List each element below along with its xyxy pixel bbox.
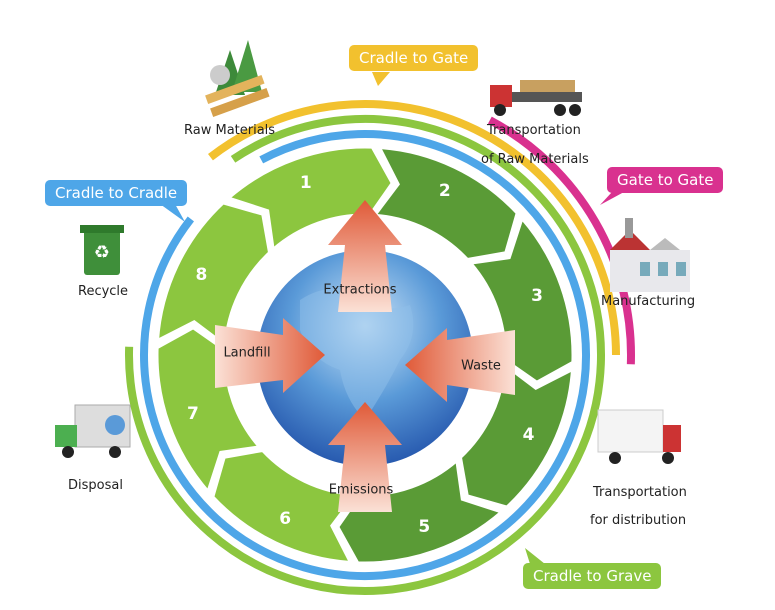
box-truck-icon — [597, 409, 681, 464]
extractions-arrow — [328, 200, 402, 312]
stage-number-7: 7 — [186, 404, 199, 425]
garbage-truck-icon — [55, 404, 131, 458]
extractions-label: Extractions — [323, 282, 397, 298]
transport-raw-label-2: of Raw Materials — [481, 152, 589, 167]
factory-icon — [610, 218, 690, 292]
emissions-arrow — [328, 402, 402, 512]
stage-number-6: 6 — [279, 508, 292, 529]
waste-label: Waste — [461, 358, 501, 374]
cradle-to-cradle-pointer — [160, 204, 185, 222]
disposal-label: Disposal — [68, 478, 123, 493]
stage-number-8: 8 — [195, 265, 208, 286]
landfill-arrow — [215, 318, 325, 393]
stage-number-2: 2 — [438, 181, 451, 202]
manufacturing-label: Manufacturing — [601, 294, 696, 309]
cradle-to-grave-arc — [125, 115, 605, 595]
stage-number-1: 1 — [299, 172, 312, 193]
stage-segment-1 — [225, 145, 394, 253]
cradle-to-grave-pointer — [525, 548, 545, 564]
gate-to-gate-arc — [487, 116, 635, 365]
recycle-bin-icon: ♻ — [80, 225, 124, 275]
cradle-to-gate-callout: Cradle to Gate — [349, 45, 479, 71]
cradle-to-cradle-callout: Cradle to Cradle — [45, 180, 188, 206]
landfill-label: Landfill — [223, 345, 271, 361]
stage-segment-8 — [155, 201, 272, 349]
gate-to-gate-pointer — [600, 192, 624, 205]
stage-number-4: 4 — [522, 424, 535, 445]
transport-dist-label-1: Transportation — [593, 485, 687, 500]
gate-to-gate-callout: Gate to Gate — [607, 167, 724, 193]
recycle-label: Recycle — [78, 284, 129, 299]
stage-segment-5 — [336, 457, 505, 565]
globe-continents — [300, 288, 414, 420]
lumber-trees-icon — [205, 40, 270, 118]
stage-segment-7 — [155, 326, 263, 495]
transport-dist-label-2: for distribution — [590, 513, 687, 528]
emissions-label: Emissions — [328, 482, 394, 498]
transport-raw-label-1: Transportation — [487, 123, 581, 138]
cradle-to-cradle-arc — [140, 130, 590, 580]
stage-number-5: 5 — [418, 517, 431, 538]
stage-segment-6 — [211, 448, 359, 565]
cradle-to-grave-callout: Cradle to Grave — [523, 563, 662, 589]
cradle-to-gate-pointer — [372, 72, 390, 86]
stage-segment-3 — [467, 215, 575, 384]
svg-text:♻: ♻ — [94, 242, 110, 263]
flatbed-truck-icon — [490, 80, 582, 116]
raw-materials-label: Raw Materials — [184, 123, 276, 138]
stage-number-3: 3 — [531, 285, 543, 306]
stage-segment-2 — [371, 145, 519, 262]
waste-arrow — [405, 328, 515, 402]
cradle-to-gate-arc — [208, 100, 620, 356]
